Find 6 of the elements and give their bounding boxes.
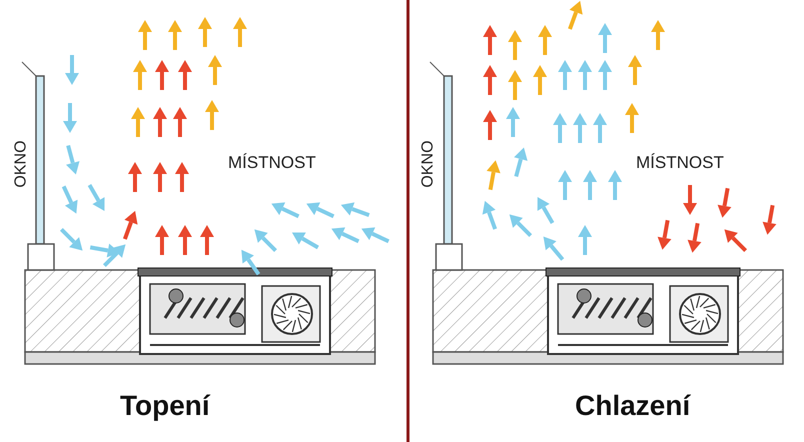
- panel-caption: Topení: [120, 390, 210, 422]
- window-label: OKNO: [420, 140, 438, 188]
- room-label: MÍSTNOST: [228, 153, 316, 173]
- window-label: OKNO: [12, 140, 31, 188]
- panel-caption: Chlazení: [575, 390, 690, 422]
- room-label: MÍSTNOST: [636, 153, 724, 173]
